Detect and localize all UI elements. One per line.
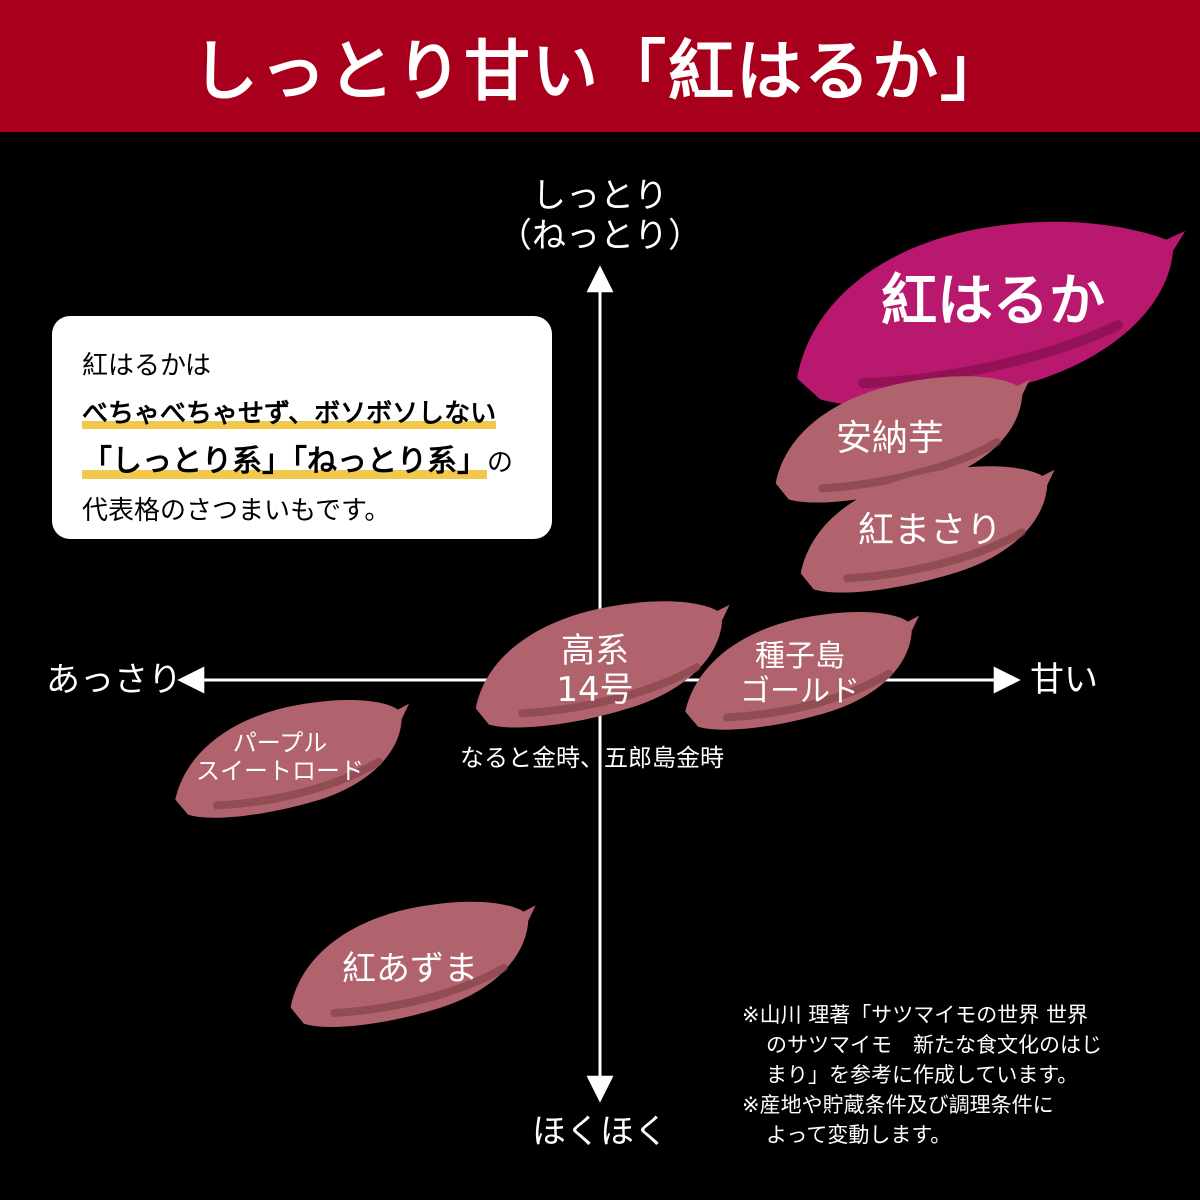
label-koukei-14-line2: 14号 — [556, 670, 634, 711]
potato-beni-azuma — [290, 901, 536, 1027]
note-line-3-suffix: の — [487, 448, 514, 478]
axis-label-top-line1: しっとり — [532, 176, 668, 216]
potato-purple-sweet-road — [175, 700, 410, 818]
label-purple-sweet-road-line2: スイートロード — [196, 756, 364, 785]
label-annou: 安納芋 — [835, 418, 944, 459]
note-line-4: 代表格のさつまいもです。 — [82, 496, 391, 526]
source-note-line-2: のサツマイモ 新たな食文化のはじ — [766, 1033, 1102, 1057]
label-beni-haruka: 紅はるか — [881, 269, 1105, 334]
source-note-line-4: ※産地や貯蔵条件及び調理条件に — [742, 1093, 1054, 1117]
potato-tanegashima-gold — [685, 612, 920, 730]
note-line-3-highlight: 「しっとり系」「ねっとり系」 — [82, 444, 487, 479]
source-note: ※山川 理著「サツマイモの世界 世界 のサツマイモ 新たな食文化のはじ まり」を… — [742, 1000, 1162, 1150]
potato-beni-haruka — [797, 221, 1186, 407]
label-beni-masari: 紅まさり — [857, 510, 1002, 551]
note-line-2-text: べちゃべちゃせず、ボソボソしない — [82, 399, 497, 429]
source-note-line-5: よって変動します。 — [766, 1123, 952, 1147]
axis-label-right: 甘い — [1030, 660, 1098, 700]
potato-beni-masari — [800, 466, 1055, 593]
label-beni-azuma: 紅あずま — [342, 949, 478, 989]
info-note-box: 紅はるかは べちゃべちゃせず、ボソボソしない 「しっとり系」「ねっとり系」の 代… — [52, 316, 552, 539]
label-purple-sweet-road: パープル スイートロード — [190, 729, 370, 785]
axis-label-bottom: ほくほく — [532, 1112, 668, 1152]
axis-label-top-line2: （ねっとり） — [498, 216, 702, 256]
note-line-3: 「しっとり系」「ねっとり系」の — [82, 438, 552, 487]
page-title: しっとり甘い「紅はるか」 — [192, 33, 1008, 110]
axis-label-top: しっとり （ねっとり） — [480, 176, 720, 256]
label-purple-sweet-road-line1: パープル — [232, 729, 328, 757]
source-note-line-1: ※山川 理著「サツマイモの世界 世界 — [742, 1003, 1088, 1027]
koukei-14-subnote: なると金時、五郎島金時 — [460, 744, 724, 772]
potato-koukei-14 — [475, 601, 730, 728]
note-line-2: べちゃべちゃせず、ボソボソしない — [82, 390, 552, 438]
label-koukei-14: 高系 14号 — [530, 631, 660, 711]
label-tanegashima-gold: 種子島 ゴールド — [730, 639, 870, 709]
source-note-line-3: まり」を参考に作成しています。 — [766, 1063, 1079, 1087]
label-tanegashima-gold-line2: ゴールド — [740, 673, 860, 709]
note-line-1: 紅はるかは — [82, 351, 211, 381]
potato-annou — [775, 376, 1030, 503]
label-tanegashima-gold-line1: 種子島 — [755, 639, 845, 674]
label-koukei-14-line1: 高系 — [561, 631, 629, 671]
axis-label-left: あっさり — [46, 660, 182, 700]
header-bar: しっとり甘い「紅はるか」 — [0, 0, 1200, 132]
